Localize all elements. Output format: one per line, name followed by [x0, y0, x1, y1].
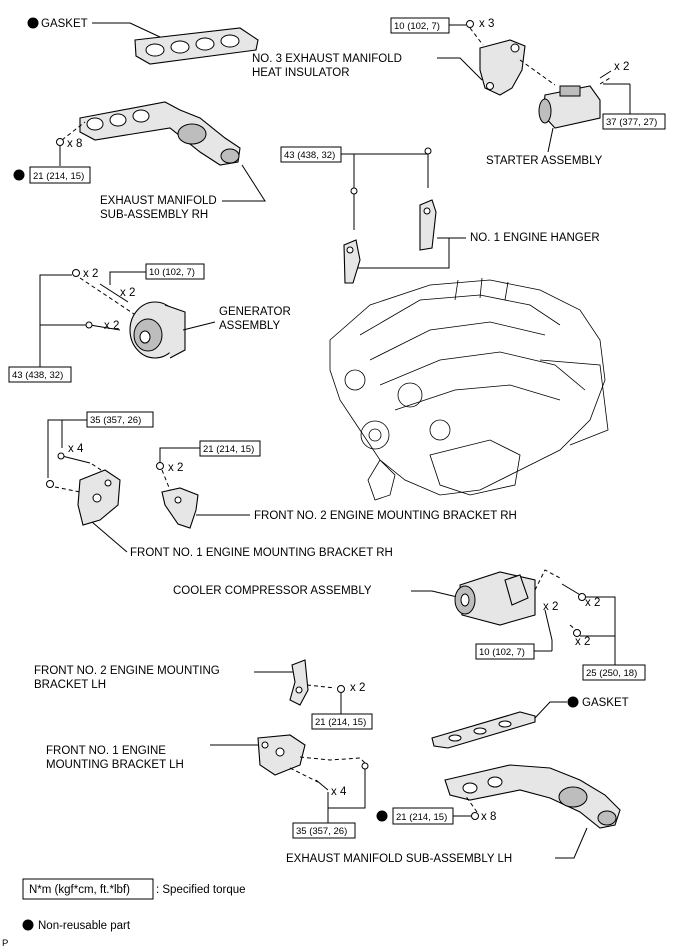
torque-cool-stud: 10 (102, 7) — [479, 647, 525, 658]
f2lh-label-2: BRACKET LH — [34, 679, 106, 691]
hanger-bolt-icon — [350, 147, 432, 230]
nonreusable-dot-gasket-lh — [567, 696, 579, 708]
torque-f1lh: 35 (357, 26) — [296, 826, 347, 837]
torque-exh-rh: 21 (214, 15) — [33, 171, 84, 182]
torque-f2lh: 21 (214, 15) — [315, 717, 366, 728]
qty-cool-bolt: x 2 — [585, 597, 600, 609]
qty-exh-rh: x 8 — [67, 138, 82, 150]
f1rh-label: FRONT NO. 1 ENGINE MOUNTING BRACKET RH — [130, 547, 393, 559]
exh-rh-label-1: EXHAUST MANIFOLD — [100, 195, 217, 207]
legend-nonreusable-dot — [22, 919, 34, 931]
engine-hanger-icon — [343, 199, 437, 284]
qty-gen-bolt2: x 2 — [104, 320, 119, 332]
generator-label-1: GENERATOR — [219, 306, 291, 318]
starter-icon — [538, 85, 601, 129]
f2lh-label-1: FRONT NO. 2 ENGINE MOUNTING — [34, 665, 220, 677]
qty-gen-bolt1: x 2 — [120, 287, 135, 299]
bolt-icon — [466, 20, 474, 28]
qty-f1lh: x 4 — [331, 786, 347, 798]
qty-gen-nut: x 2 — [83, 268, 98, 280]
starter-label: STARTER ASSEMBLY — [486, 155, 603, 167]
gasket-lh-label: GASKET — [582, 697, 629, 709]
heat-insulator-icon — [479, 39, 526, 96]
gasket-rh-label: GASKET — [41, 18, 88, 30]
front1-lh-bracket-icon — [257, 734, 306, 776]
gasket-rh-icon — [134, 27, 259, 65]
torque-starter: 37 (377, 27) — [606, 117, 657, 128]
torque-gen: 43 (438, 32) — [12, 370, 63, 381]
cooler-compressor-icon — [454, 571, 536, 626]
torque-cool: 25 (250, 18) — [586, 668, 637, 679]
exh-rh-label-2: SUB-ASSEMBLY RH — [100, 209, 208, 221]
f1lh-label-1: FRONT NO. 1 ENGINE — [46, 745, 166, 757]
f1lh-label-2: MOUNTING BRACKET LH — [46, 759, 184, 771]
torque-f2rh: 21 (214, 15) — [203, 444, 254, 455]
front2-rh-bracket-icon — [161, 487, 199, 529]
hanger-label: NO. 1 ENGINE HANGER — [470, 232, 600, 244]
footer-code: P — [2, 938, 8, 949]
gasket-lh-icon — [431, 711, 536, 749]
qty-f1rh: x 4 — [68, 443, 84, 455]
qty-f2rh: x 2 — [168, 462, 183, 474]
engine-assembly-icon — [329, 277, 609, 501]
exh-lh-label: EXHAUST MANIFOLD SUB-ASSEMBLY LH — [286, 853, 512, 865]
cooler-label: COOLER COMPRESSOR ASSEMBLY — [173, 585, 372, 597]
legend-torque-unit: N*m (kgf*cm, ft.*lbf) — [29, 884, 130, 896]
qty-insulator: x 3 — [479, 18, 494, 30]
qty-cool-nut: x 2 — [575, 636, 590, 648]
nonreusable-dot-gasket-rh — [27, 17, 39, 29]
torque-hanger: 43 (438, 32) — [284, 150, 335, 161]
insulator-label-1: NO. 3 EXHAUST MANIFOLD — [252, 53, 402, 65]
qty-f2lh: x 2 — [350, 682, 365, 694]
f2rh-label: FRONT NO. 2 ENGINE MOUNTING BRACKET RH — [254, 510, 517, 522]
nut-icon — [56, 138, 64, 146]
nonreusable-dot-nut-lh — [376, 810, 388, 822]
qty-cool-stud: x 2 — [543, 601, 558, 613]
nonreusable-dot-nut-rh — [13, 169, 25, 181]
exhaust-manifold-rh-icon — [79, 101, 241, 166]
insulator-label-2: HEAT INSULATOR — [252, 67, 350, 79]
front2-lh-bracket-icon — [289, 659, 309, 706]
torque-gen-top: 10 (102, 7) — [149, 267, 195, 278]
gen-nut-icon — [72, 269, 80, 277]
torque-exh-lh: 21 (214, 15) — [396, 812, 447, 823]
torque-insulator: 10 (102, 7) — [394, 21, 440, 32]
qty-exh-lh: x 8 — [481, 811, 496, 823]
legend-nonreusable: Non-reusable part — [38, 920, 131, 932]
generator-icon — [129, 301, 186, 359]
exhaust-manifold-lh-icon — [444, 764, 621, 829]
legend-torque-desc: : Specified torque — [156, 884, 246, 896]
torque-f1rh: 35 (357, 26) — [90, 415, 141, 426]
generator-label-2: ASSEMBLY — [219, 320, 280, 332]
qty-starter: x 2 — [614, 61, 629, 73]
front1-rh-bracket-icon — [77, 469, 121, 526]
